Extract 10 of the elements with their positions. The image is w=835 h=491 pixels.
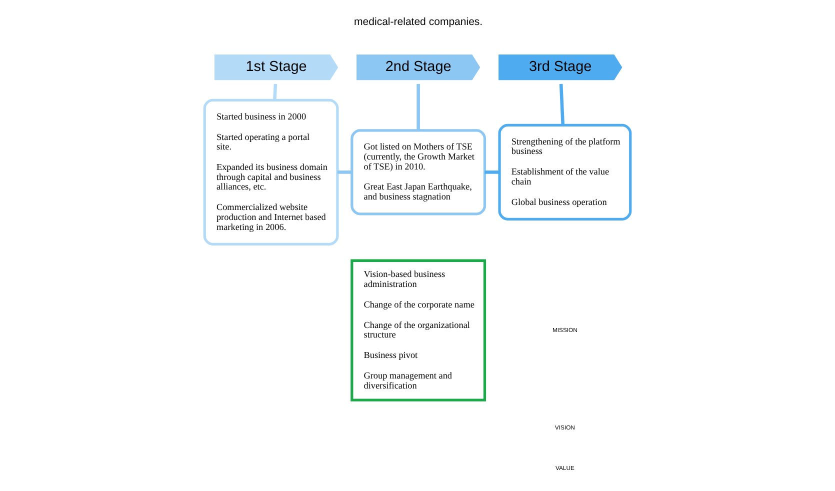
connector: [337, 170, 352, 174]
node-box: Started business in 2000 Started operating a portal site. Expanded its business domain through capital and business alliances, etc. Commercialized website production and Internet based marketing in 2006.: [203, 98, 339, 246]
label: medical-related companies.: [354, 16, 483, 28]
node-box: Strengthening of the platform business Establishment of the value chain Global business operation: [498, 124, 632, 221]
connector: [273, 84, 278, 100]
connector: [559, 84, 565, 126]
node-box: Vision-based business administration Change of the corporate name Change of the organizational structure Business pivot Group management and diversification: [350, 259, 486, 402]
connector: [416, 84, 420, 130]
connector: [484, 170, 500, 174]
node-box: Got listed on Mothers of TSE (currently, the Growth Market of TSE) in 2010. Great East Japan Earthquake, and business stagnation: [350, 129, 486, 216]
